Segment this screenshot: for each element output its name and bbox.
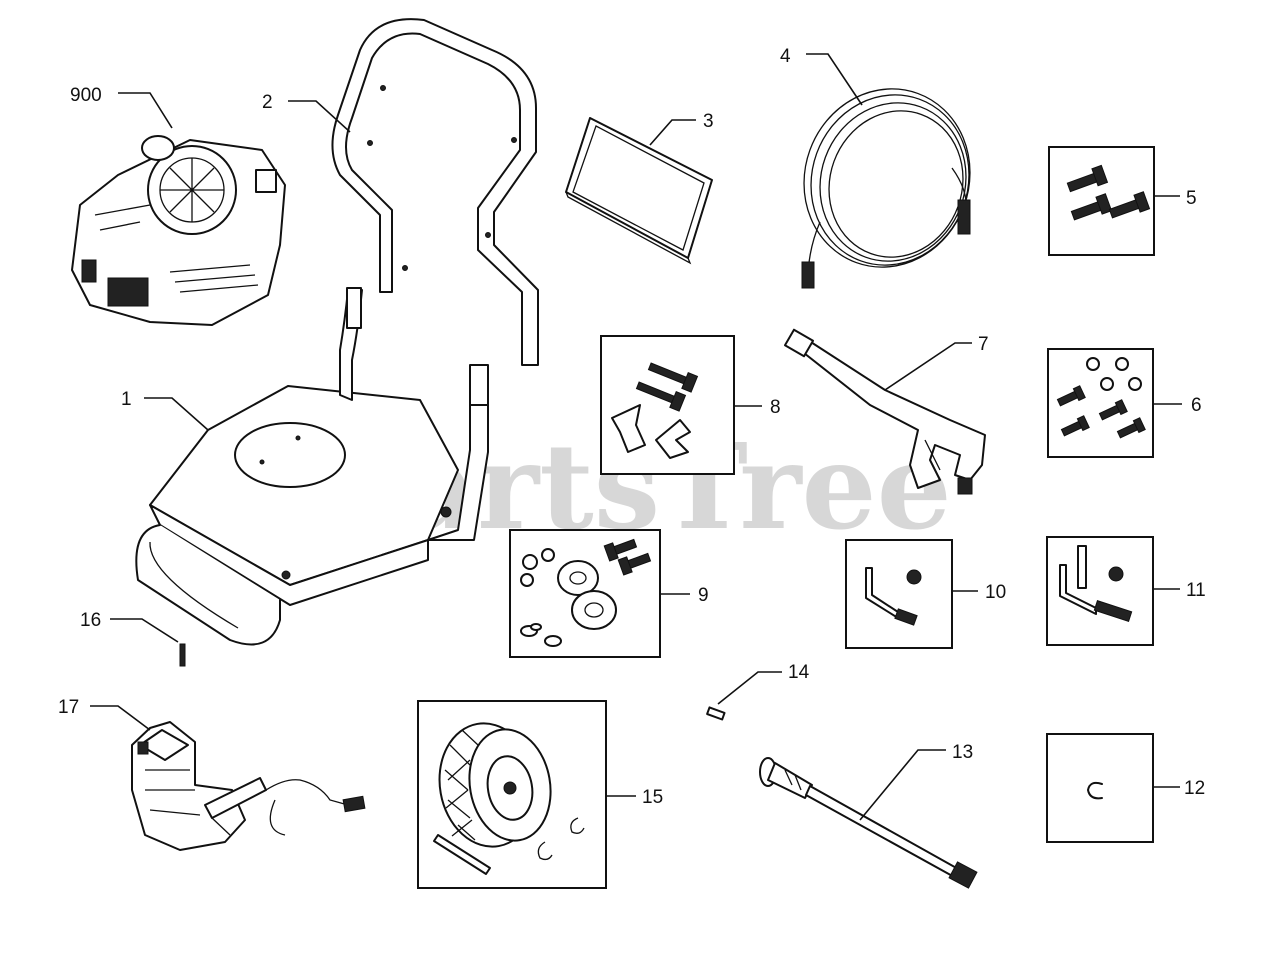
label-14: 14 xyxy=(788,662,810,683)
label-16: 16 xyxy=(80,610,101,631)
label-1: 1 xyxy=(121,389,132,410)
hose-part[interactable] xyxy=(779,65,995,290)
bolt-kit-5-box[interactable] xyxy=(1048,146,1155,256)
frame-base-part[interactable] xyxy=(135,287,489,646)
engine-part[interactable] xyxy=(71,135,286,326)
pump-part[interactable] xyxy=(131,721,366,851)
label-10: 10 xyxy=(985,582,1006,603)
spray-gun-part[interactable] xyxy=(783,328,986,495)
knob-kit-8-box[interactable] xyxy=(600,335,735,475)
retainer-12-box[interactable] xyxy=(1046,733,1154,843)
label-11: 11 xyxy=(1186,580,1206,601)
handle-bolt-kit-11-box[interactable] xyxy=(1046,536,1154,646)
pin-part[interactable] xyxy=(179,643,186,667)
label-7: 7 xyxy=(978,334,989,355)
label-17: 17 xyxy=(58,697,79,718)
label-6: 6 xyxy=(1191,395,1202,416)
label-4: 4 xyxy=(780,46,791,67)
frame-handle-part[interactable] xyxy=(331,18,539,366)
label-5: 5 xyxy=(1186,188,1197,209)
label-12: 12 xyxy=(1184,778,1205,799)
wheel-spacer-kit-9-box[interactable] xyxy=(509,529,661,658)
manual-part[interactable] xyxy=(565,117,713,265)
label-900: 900 xyxy=(70,85,102,106)
wheel-kit-15-box[interactable] xyxy=(417,700,607,889)
label-13: 13 xyxy=(952,742,973,763)
label-9: 9 xyxy=(698,585,709,606)
clip-part[interactable] xyxy=(706,706,726,721)
hardware-kit-6-box[interactable] xyxy=(1047,348,1154,458)
handle-bolt-kit-10-box[interactable] xyxy=(845,539,953,649)
wand-part[interactable] xyxy=(759,757,978,889)
label-2: 2 xyxy=(262,92,273,113)
label-15: 15 xyxy=(642,787,663,808)
label-8: 8 xyxy=(770,397,781,418)
label-3: 3 xyxy=(703,111,714,132)
